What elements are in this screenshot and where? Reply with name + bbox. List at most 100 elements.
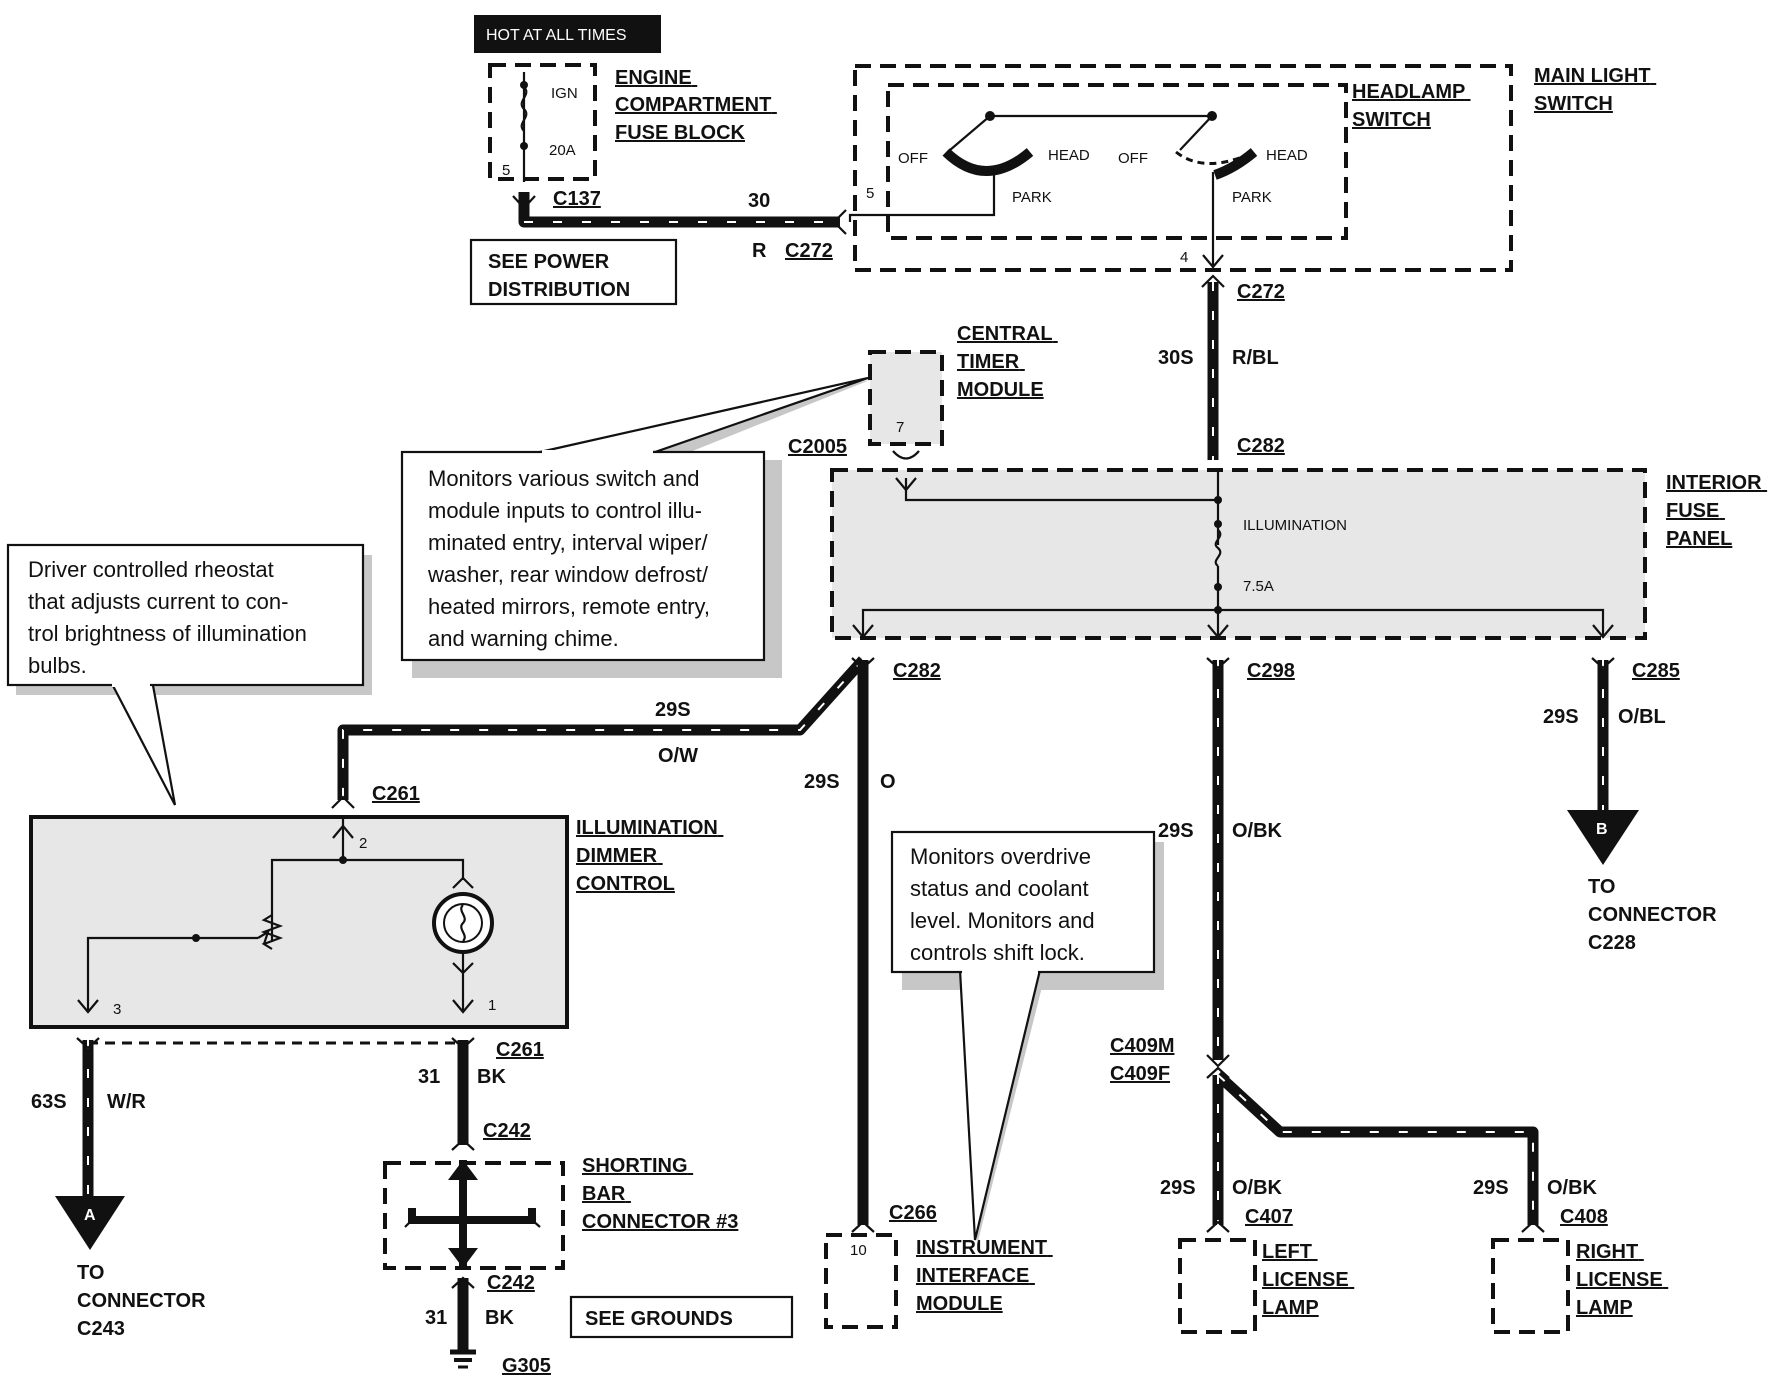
connector-c282-left: C282 [893, 660, 941, 682]
wire-29s-o: 29S O C266 [804, 660, 937, 1233]
wire-29s-obk-color: O/BK [1232, 820, 1283, 842]
wire-31-bottom-circuit: 31 [425, 1307, 447, 1329]
main-light-switch: HEADLAMP SWITCH MAIN LIGHT SWITCH OFF HE… [848, 64, 1656, 272]
main-light-switch-outline [853, 64, 1513, 272]
connector-c409f: C409F [1110, 1063, 1170, 1085]
right-license-lamp: RIGHT LICENSE LAMP [1491, 1238, 1668, 1334]
wire-29s-obl-color: O/BL [1618, 706, 1666, 728]
connector-c242-top: C242 [483, 1120, 531, 1142]
wire-31-bottom-color: BK [485, 1307, 514, 1329]
switch-contact-left [942, 148, 1034, 176]
dimmer-pin-2: 2 [359, 835, 367, 852]
central-timer-module-outline [868, 350, 944, 446]
connector-c137: C137 [553, 188, 601, 210]
connector-c407: C407 [1245, 1206, 1293, 1228]
connector-a-marker[interactable] [55, 1196, 125, 1250]
connector-c2005: C2005 [788, 436, 847, 458]
wire-31-bk: C261 31 BK C242 [418, 1037, 544, 1151]
fuse-7-5a-label: 7.5A [1243, 578, 1274, 595]
connector-b-marker[interactable] [1567, 810, 1639, 865]
headlamp-switch-label: HEADLAMP SWITCH [1352, 81, 1471, 131]
wire-30s-rbl: C272 30S R/BL C282 [1158, 274, 1285, 460]
connector-c272-right: C272 [1237, 281, 1285, 303]
shorting-bar-label: SHORTING BAR CONNECTOR #3 [582, 1155, 738, 1233]
wire-30-r: C137 30 R C272 [512, 188, 847, 262]
wire-30-circuit: 30 [748, 190, 770, 212]
see-grounds-label: SEE GROUNDS [585, 1308, 733, 1330]
instrument-interface-module-outline [824, 1233, 898, 1329]
instrument-callout: Monitors overdrive status and coolant le… [890, 830, 1164, 1245]
to-connector-c243-label: TO CONNECTOR C243 [77, 1262, 211, 1340]
connector-c242-bottom: C242 [487, 1272, 535, 1294]
fuse-pin-label: 5 [502, 162, 510, 179]
see-power-distribution-label: SEE POWER DISTRIBUTION [488, 251, 630, 301]
wire-31-bk-ground: C242 31 BK G305 [425, 1272, 551, 1377]
switch-left-head: HEAD [1048, 147, 1090, 164]
timer-callout: Monitors various switch and module input… [400, 376, 870, 678]
wire-29s-obl: C285 29S O/BL B TO CONNECTOR C228 [1543, 657, 1722, 954]
connector-c272-left: C272 [785, 240, 833, 262]
see-grounds-box[interactable] [569, 1295, 794, 1339]
connector-c261-top: C261 [372, 783, 420, 805]
wire-right-lamp-circuit: 29S [1473, 1177, 1509, 1199]
left-license-lamp-outline [1178, 1238, 1257, 1334]
right-license-lamp-label: RIGHT LICENSE LAMP [1576, 1241, 1668, 1319]
switch-pin-4: 4 [1180, 249, 1188, 266]
switch-left-park: PARK [1012, 189, 1052, 206]
dimmer-pin-1: 1 [488, 997, 496, 1014]
connector-c282-top: C282 [1237, 435, 1285, 457]
timer-pin-7: 7 [896, 419, 904, 436]
wire-29s-lamps: 29S O/BK 29S O/BK C407 C408 [1160, 1070, 1608, 1233]
wire-right-lamp-color: O/BK [1547, 1177, 1598, 1199]
engine-compartment-fuse-block: HOT AT ALL TIMES IGN 20A 5 ENGINE COMPAR… [474, 15, 777, 182]
left-license-lamp: LEFT LICENSE LAMP [1178, 1238, 1354, 1334]
wire-left-lamp-color: O/BK [1232, 1177, 1283, 1199]
wire-63s-wr: 63S W/R A TO CONNECTOR C243 [31, 1037, 211, 1340]
see-power-distribution-box[interactable] [469, 238, 678, 306]
switch-right-head: HEAD [1266, 147, 1308, 164]
wire-29s-ow-circuit: 29S [655, 699, 691, 721]
wire-31-top-color: BK [477, 1066, 506, 1088]
shorting-bar-connector: SHORTING BAR CONNECTOR #3 [383, 1155, 738, 1270]
switch-left-off: OFF [898, 150, 928, 167]
engine-fuse-block-label: ENGINE COMPARTMENT FUSE BLOCK [615, 67, 777, 144]
interior-fuse-panel-outline [830, 468, 1647, 640]
wire-30s-color: R/BL [1232, 347, 1279, 369]
fuse-20a-icon [520, 86, 528, 132]
left-license-lamp-label: LEFT LICENSE LAMP [1262, 1241, 1354, 1319]
wire-29s-o-color: O [880, 771, 896, 793]
wire-30-color: R [752, 240, 767, 262]
ground-icon [450, 1349, 476, 1369]
fuse-ign-label: IGN [551, 85, 578, 102]
interior-fuse-panel-label: INTERIOR FUSE PANEL [1666, 472, 1767, 550]
connector-c409m: C409M [1110, 1035, 1174, 1057]
wire-29s-ow: C282 29S O/W C261 [331, 656, 941, 809]
to-connector-c228-label: TO CONNECTOR C228 [1588, 876, 1722, 954]
ground-g305: G305 [502, 1355, 551, 1377]
interior-fuse-panel: ILLUMINATION 7.5A INTERIOR FUSE PANEL [830, 468, 1767, 640]
switch-pin-5: 5 [866, 185, 874, 202]
timer-note: Monitors various switch and module input… [427, 466, 716, 651]
shorting-bar-outline [383, 1161, 565, 1270]
headlamp-switch-outline [886, 83, 1348, 240]
fuse-block-outline [488, 63, 597, 181]
wire-29s-obk: C298 29S O/BK C409M C409F [1110, 657, 1295, 1085]
wire-31-top-circuit: 31 [418, 1066, 440, 1088]
main-light-switch-label: MAIN LIGHT SWITCH [1534, 65, 1656, 115]
fuse-7-5a-icon [1214, 529, 1222, 567]
hot-at-all-times-banner [474, 15, 661, 53]
wire-29s-o-circuit: 29S [804, 771, 840, 793]
wire-30s-circuit: 30S [1158, 347, 1194, 369]
connector-c261-bottom: C261 [496, 1039, 544, 1061]
wire-63s-color: W/R [107, 1091, 146, 1113]
wire-29s-obl-circuit: 29S [1543, 706, 1579, 728]
wire-29s-obk-circuit: 29S [1158, 820, 1194, 842]
module-pin-10: 10 [850, 1242, 867, 1259]
switch-right-off: OFF [1118, 150, 1148, 167]
connector-c408: C408 [1560, 1206, 1608, 1228]
illumination-dimmer-control: 2 3 1 ILLUMINATION DIMMER CONTROL [29, 815, 718, 1045]
central-timer-module: 7 CENTRAL TIMER MODULE C2005 [788, 323, 1052, 460]
instrument-note: Monitors overdrive status and coolant le… [910, 844, 1101, 965]
dimmer-pin-3: 3 [113, 1001, 121, 1018]
